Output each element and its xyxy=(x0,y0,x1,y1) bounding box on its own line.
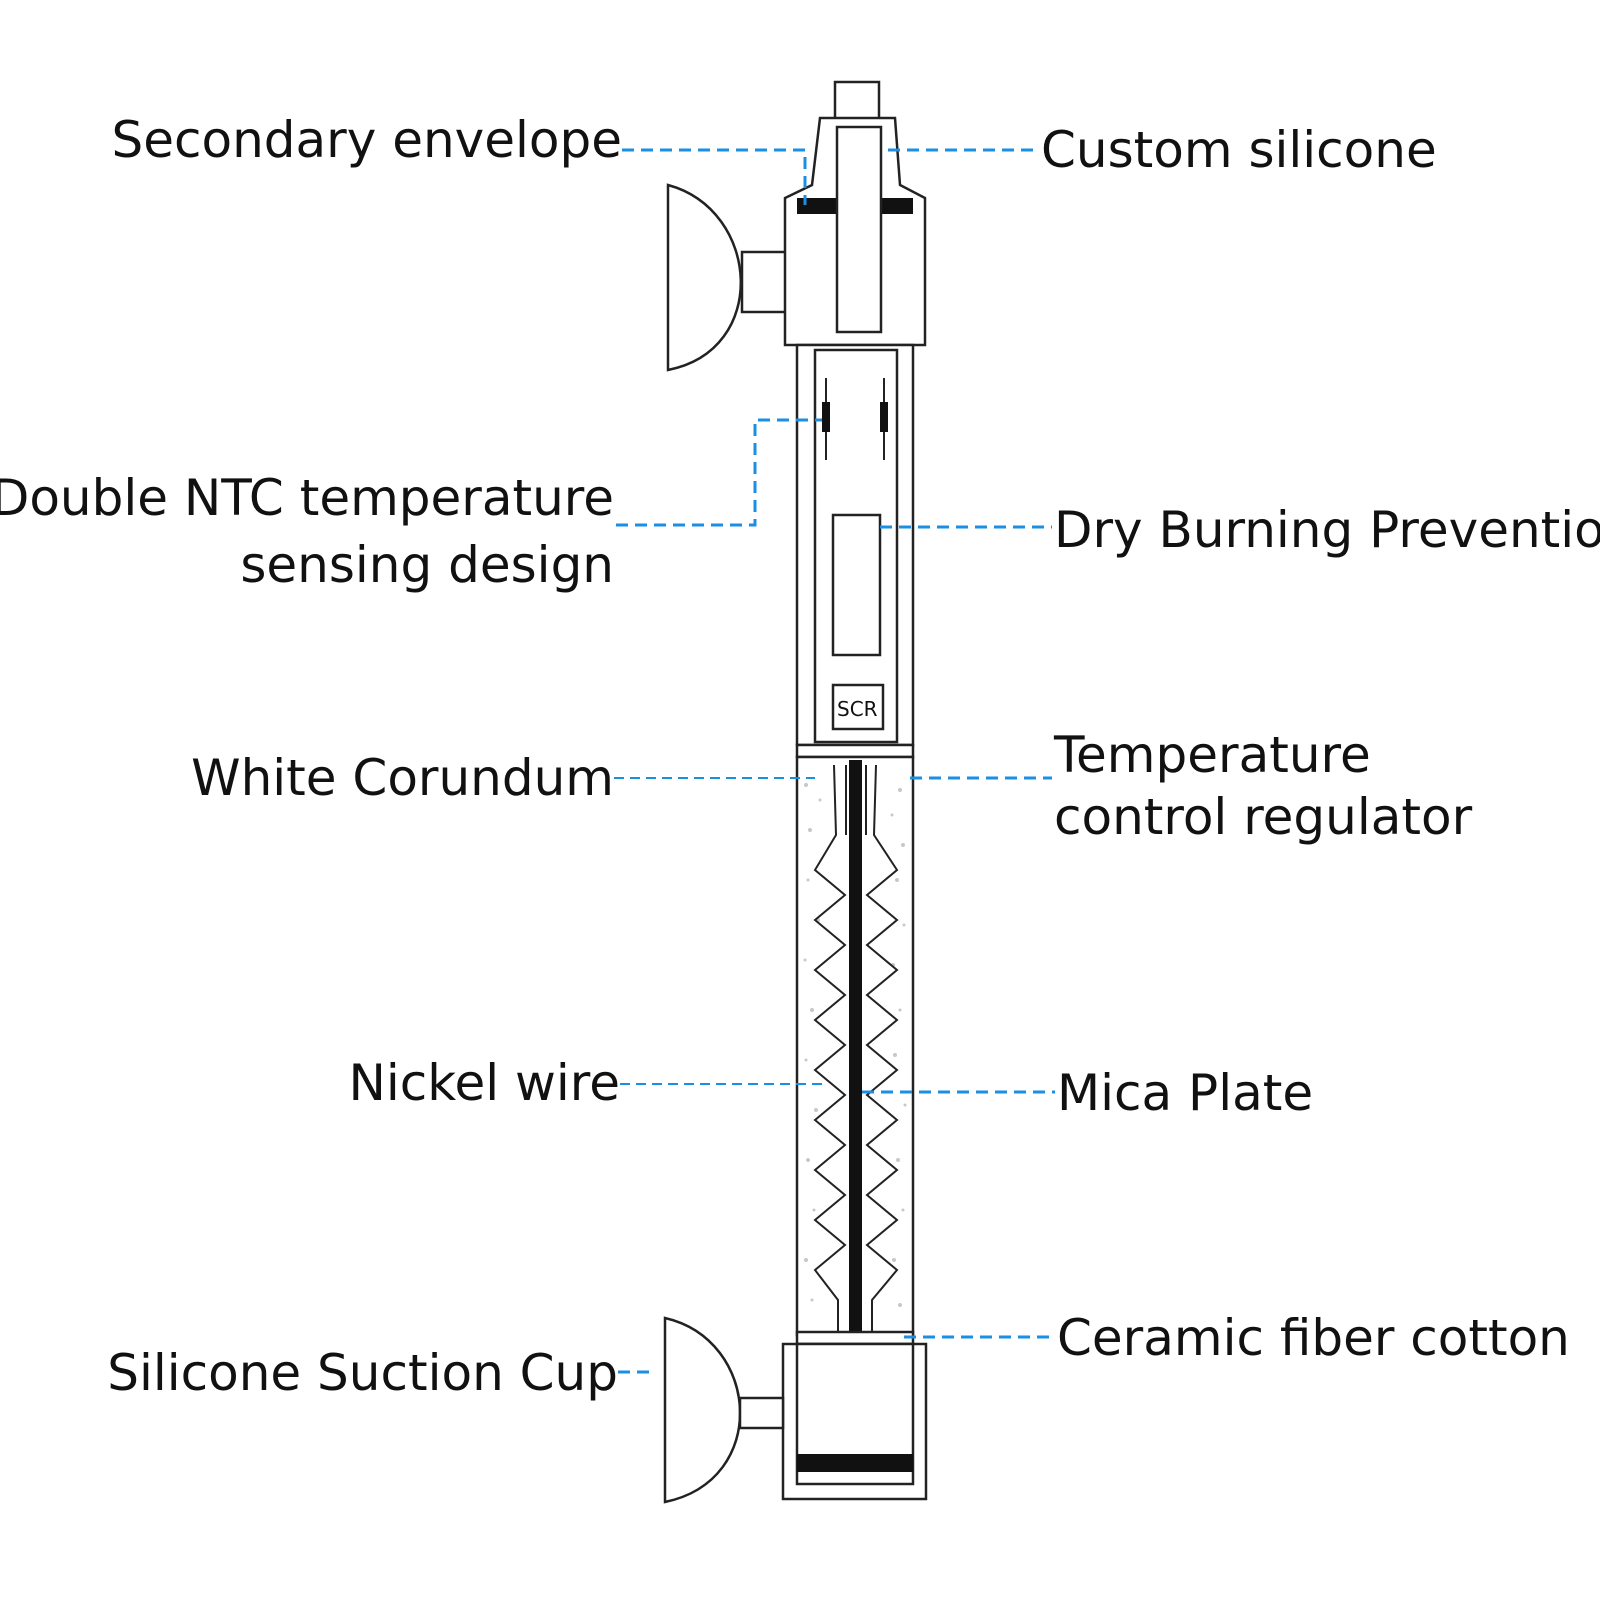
temperature-control-divider xyxy=(795,743,915,759)
nickel-wire-right xyxy=(865,764,899,1332)
label-temp-control-line1: Temperature xyxy=(1053,726,1371,784)
leader-double-ntc xyxy=(616,418,822,527)
dry-burning-chip xyxy=(831,513,882,657)
leader-secondary-envelope xyxy=(622,148,807,205)
label-double-ntc-line1: Double NTC temperature xyxy=(0,469,614,527)
label-ceramic-fiber: Ceramic fiber cotton xyxy=(1057,1309,1570,1367)
custom-silicone-plug xyxy=(835,125,883,334)
ntc-sensor-left xyxy=(822,378,830,460)
label-nickel-wire: Nickel wire xyxy=(348,1054,620,1112)
label-temp-control-line2: control regulator xyxy=(1054,788,1473,846)
leader-lines xyxy=(614,148,1055,1374)
label-double-ntc-line2: sensing design xyxy=(240,536,614,594)
top-suction-cup xyxy=(666,183,790,372)
label-dry-burning: Dry Burning Prevention xyxy=(1054,501,1600,559)
ceramic-fiber-layer xyxy=(795,1330,915,1346)
bottom-suction-cup xyxy=(663,1316,785,1504)
mica-plate xyxy=(849,760,862,1332)
label-suction-cup: Silicone Suction Cup xyxy=(107,1344,618,1402)
label-white-corundum: White Corundum xyxy=(191,749,614,807)
label-mica-plate: Mica Plate xyxy=(1057,1064,1313,1122)
scr-chip xyxy=(831,683,885,731)
label-custom-silicone: Custom silicone xyxy=(1041,121,1437,179)
labels: Secondary envelope Custom silicone Doubl… xyxy=(0,111,1600,1402)
heating-section xyxy=(795,755,915,1337)
scr-label: SCR xyxy=(837,697,878,721)
ntc-sensor-right xyxy=(880,378,888,460)
nickel-wire-left xyxy=(813,764,847,1332)
label-secondary-envelope: Secondary envelope xyxy=(112,111,622,169)
heater-head xyxy=(783,80,927,347)
bottom-cap xyxy=(781,1342,928,1501)
electronics-section: SCR xyxy=(795,343,915,747)
